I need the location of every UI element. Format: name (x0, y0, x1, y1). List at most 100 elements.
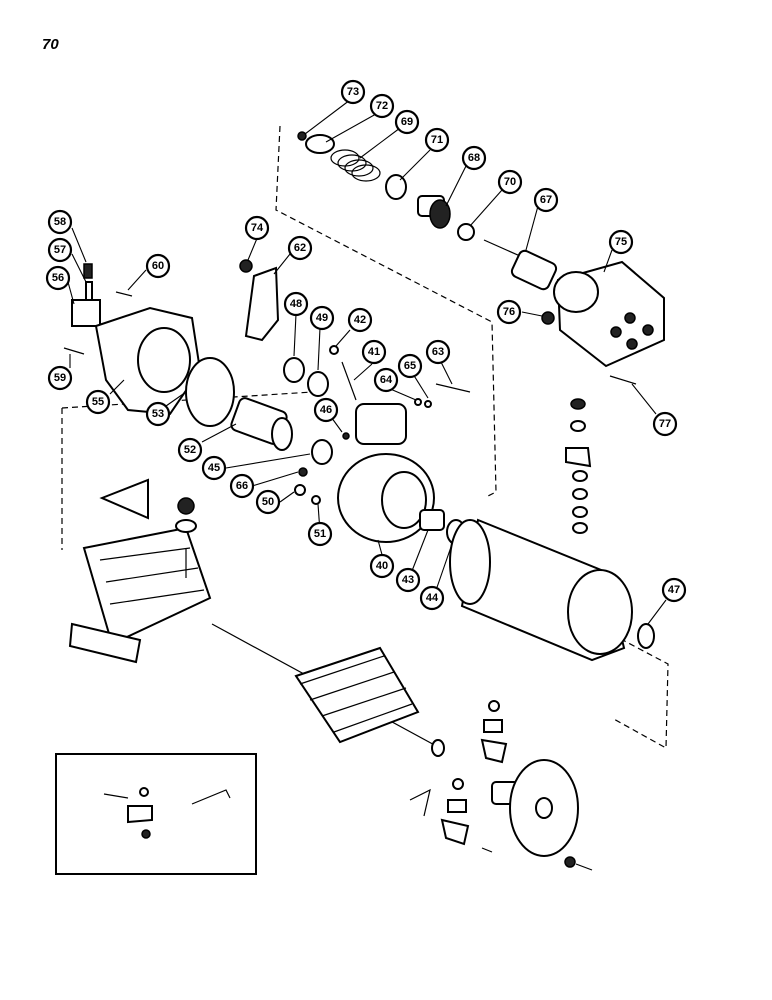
callout-48: 48 (283, 291, 309, 317)
svg-text:49: 49 (316, 312, 328, 324)
callout-44: 44 (419, 585, 445, 611)
callout-63: 63 (425, 339, 451, 365)
part-74-nut (239, 259, 253, 273)
part-64-washer (414, 398, 422, 406)
part-52-drive-pinion (230, 397, 293, 451)
svg-text:70: 70 (504, 176, 516, 188)
part-75-solenoid-switch (553, 260, 665, 368)
part-43-bushing (419, 509, 445, 531)
callout-69: 69 (394, 109, 420, 135)
part-47-washer (637, 623, 655, 649)
part-49-ring (307, 371, 329, 397)
callout-62: 62 (287, 235, 313, 261)
part-56-bushing (71, 299, 101, 327)
callout-70: 70 (497, 169, 523, 195)
svg-text:56: 56 (52, 272, 64, 284)
svg-text:53: 53 (152, 408, 164, 420)
callout-65: 65 (397, 353, 423, 379)
svg-text:58: 58 (54, 216, 66, 228)
part-45-washer (311, 439, 333, 465)
part-57-wick (85, 281, 93, 301)
part-70-washer (457, 223, 475, 241)
svg-text:63: 63 (432, 346, 444, 358)
callout-41: 41 (361, 339, 387, 365)
callout-66: 66 (229, 473, 255, 499)
svg-text:68: 68 (468, 152, 480, 164)
terminal-nut-stack (175, 497, 197, 533)
svg-text:47: 47 (668, 584, 680, 596)
insulator-strip (68, 622, 142, 664)
part-59-screw (63, 347, 85, 355)
part-73-seal (297, 131, 307, 141)
part-63-pivot-pin (435, 383, 471, 393)
callout-51: 51 (307, 521, 333, 547)
part-46-nut (342, 432, 350, 440)
callout-60: 60 (145, 253, 171, 279)
part-76-screw (541, 311, 555, 325)
svg-text:67: 67 (540, 194, 552, 206)
part-40-intermediate-housing (337, 403, 435, 543)
callout-50: 50 (255, 489, 281, 515)
page-number: 70 (42, 36, 59, 53)
callout-46: 46 (313, 397, 339, 423)
part-58-plug (83, 263, 93, 279)
svg-text:45: 45 (208, 462, 220, 474)
callout-53: 53 (145, 401, 171, 427)
callout-76: 76 (496, 299, 522, 325)
part-62-shift-lever (244, 266, 280, 342)
callout-71: 71 (424, 127, 450, 153)
callout-77: 77 (652, 411, 678, 437)
callout-68: 68 (461, 145, 487, 171)
callout-74: 74 (244, 215, 270, 241)
callout-52: 52 (177, 437, 203, 463)
svg-text:57: 57 (54, 244, 66, 256)
part-65-washer (424, 400, 432, 408)
part-41-pin (341, 361, 357, 401)
svg-text:76: 76 (503, 306, 515, 318)
armature (211, 623, 445, 757)
svg-text:46: 46 (320, 404, 332, 416)
svg-text:62: 62 (294, 242, 306, 254)
callout-56: 56 (45, 265, 71, 291)
svg-text:48: 48 (290, 298, 302, 310)
callout-47: 47 (661, 577, 687, 603)
svg-text:52: 52 (184, 444, 196, 456)
svg-text:69: 69 (401, 116, 413, 128)
svg-text:66: 66 (236, 480, 248, 492)
svg-text:50: 50 (262, 496, 274, 508)
callout-64: 64 (373, 367, 399, 393)
svg-text:59: 59 (54, 372, 66, 384)
field-coils (82, 526, 212, 646)
part-71-ring (385, 174, 407, 200)
part-67-plunger (483, 239, 558, 291)
callout-73: 73 (340, 79, 366, 105)
svg-text:71: 71 (431, 134, 443, 146)
svg-text:64: 64 (380, 374, 393, 386)
callout-43: 43 (395, 567, 421, 593)
callout-75: 75 (608, 229, 634, 255)
callout-40: 40 (369, 553, 395, 579)
part-51-washer (311, 495, 321, 505)
svg-text:43: 43 (402, 574, 414, 586)
svg-text:55: 55 (92, 396, 104, 408)
callout-67: 67 (533, 187, 559, 213)
part-42-pin (329, 345, 339, 355)
part-55-drive-housing (94, 306, 202, 416)
svg-text:74: 74 (251, 222, 264, 234)
part-53-gasket (185, 357, 235, 427)
svg-text:77: 77 (659, 418, 671, 430)
svg-text:73: 73 (347, 86, 359, 98)
callout-42: 42 (347, 307, 373, 333)
terminal-parts-stack (565, 398, 592, 534)
part-69-spring (330, 149, 381, 182)
callout-45: 45 (201, 455, 227, 481)
svg-text:75: 75 (615, 236, 627, 248)
indicator-triangle (99, 478, 149, 520)
end-plate-bolt (564, 856, 593, 871)
inset-box (55, 753, 257, 875)
svg-text:44: 44 (426, 592, 439, 604)
field-frame (449, 518, 633, 662)
brush-hardware-right (409, 700, 508, 853)
solenoid-group-outline (275, 125, 497, 497)
svg-text:41: 41 (368, 346, 380, 358)
